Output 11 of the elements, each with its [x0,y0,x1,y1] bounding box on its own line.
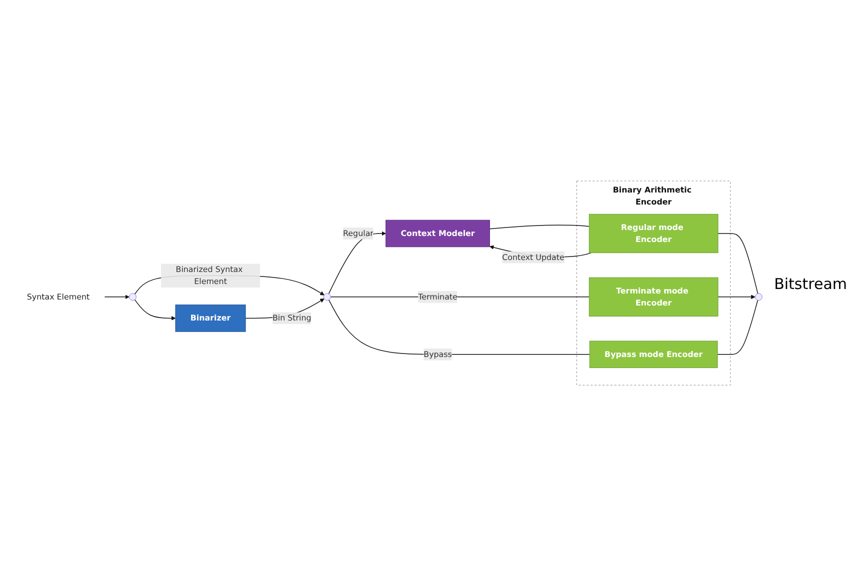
arrow [104,295,130,300]
arrow [718,295,756,300]
node-switch [754,294,762,302]
connector [489,225,590,230]
connector [717,300,758,356]
output-label: Bitstream [774,274,847,292]
node-switch [323,294,331,302]
node-switch [129,294,136,302]
arrow [134,300,176,321]
connector [328,300,590,356]
connector [718,234,758,294]
